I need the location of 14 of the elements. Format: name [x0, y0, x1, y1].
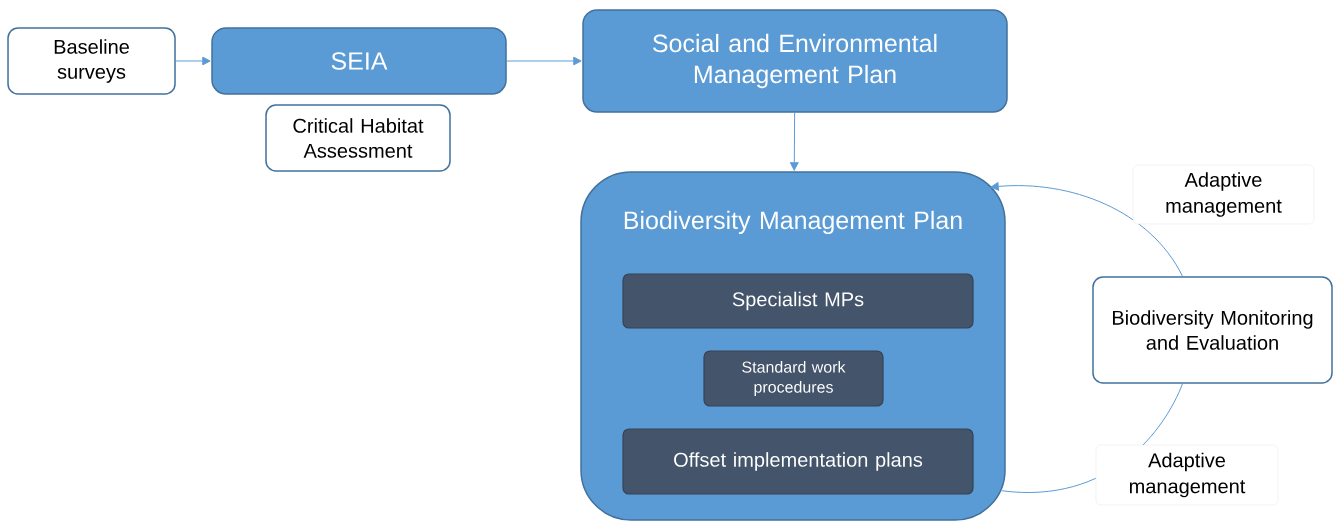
edge-label: Adaptive management [1132, 164, 1315, 225]
process-box: Biodiversity Monitoring and Evaluation [1092, 276, 1333, 384]
sub-plan-box: Offset implementation plans [622, 428, 974, 495]
process-box: SEIA [211, 27, 507, 95]
arrow [175, 56, 211, 66]
sub-plan-box: Standard work procedures [703, 350, 884, 407]
sub-plan-box: Specialist MPs [622, 273, 974, 329]
process-box: Critical Habitat Assessment [265, 104, 451, 172]
arrow [990, 182, 1183, 277]
arrow [790, 112, 799, 171]
edge-label: Adaptive management [1095, 444, 1279, 506]
process-box: Social and Environmental Management Plan [582, 9, 1008, 113]
arrow [506, 56, 582, 66]
process-box: Baseline surveys [7, 27, 176, 95]
